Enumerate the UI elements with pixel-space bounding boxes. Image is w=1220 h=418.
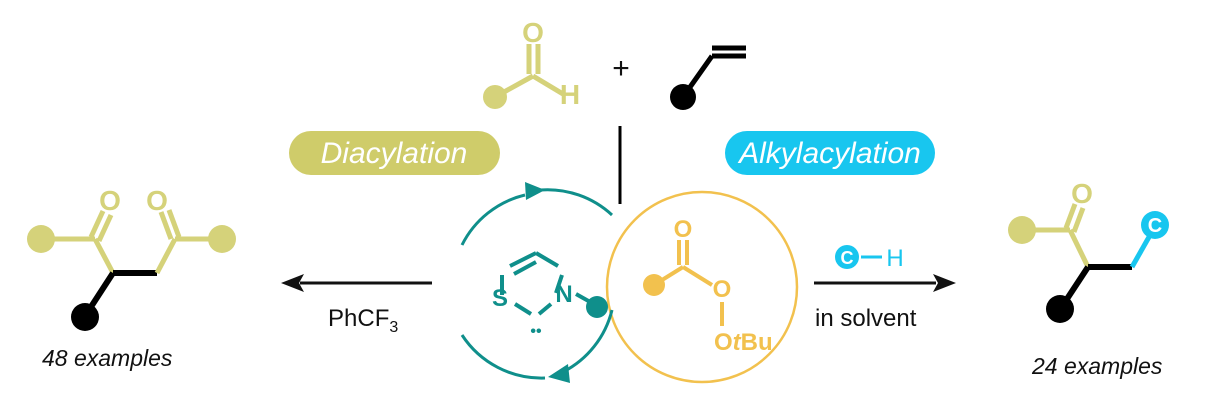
c-badge-icon: [1141, 211, 1169, 239]
c-badge-label: C: [841, 248, 854, 268]
left-ketone-oxygen-1: O: [99, 185, 121, 216]
aldehyde-hydrogen: H: [560, 79, 580, 110]
perester-carbonyl-oxygen: O: [674, 216, 693, 243]
aldehyde-reactant: O H: [483, 17, 580, 110]
left-examples: 48 examples: [42, 345, 173, 371]
substituent-dot-icon: [586, 296, 608, 318]
aldehyde-oxygen: O: [522, 17, 544, 48]
plus-sign: +: [612, 52, 630, 85]
reaction-arrow-icon: [281, 274, 432, 292]
c-h-reagent: C H: [835, 245, 904, 272]
left-condition: PhCF3: [328, 305, 398, 336]
cycle-arrow-icon: [525, 182, 545, 200]
right-examples: 24 examples: [1031, 353, 1163, 379]
right-c-badge-label: C: [1148, 215, 1162, 237]
c-h-hydrogen: H: [886, 245, 903, 272]
substituent-dot-icon: [208, 225, 236, 253]
cycle-arrow-icon: [548, 364, 570, 383]
diacylation-product: O O: [27, 185, 236, 331]
diacylation-label: Diacylation: [321, 137, 468, 170]
nhc-nitrogen: N: [555, 281, 572, 308]
perester-link-oxygen: O: [713, 276, 732, 303]
left-ketone-oxygen-2: O: [146, 185, 168, 216]
alkylacylation-label: Alkylacylation: [737, 137, 921, 170]
nhc-cycle: [460, 182, 614, 383]
right-condition: in solvent: [815, 305, 917, 332]
perester-cycle: O O OtBu: [605, 190, 799, 384]
reaction-arrow-icon: [814, 274, 956, 292]
nhc-sulfur: S: [492, 285, 508, 312]
right-ketone-oxygen: O: [1071, 178, 1093, 209]
substituent-dot-icon: [71, 303, 99, 331]
alkylacylation-pill: Alkylacylation: [725, 131, 935, 175]
nhc-catalyst: S N ••: [492, 251, 608, 340]
diacylation-pill: Diacylation: [289, 131, 500, 175]
substituent-dot-icon: [1046, 295, 1074, 323]
c-badge-icon: [835, 245, 859, 269]
perester-otbu: OtBu: [714, 329, 773, 356]
alkylacylation-product: O C: [1008, 178, 1169, 323]
alkene-reactant: [670, 45, 746, 110]
carbene-lone-pair: ••: [530, 323, 542, 340]
